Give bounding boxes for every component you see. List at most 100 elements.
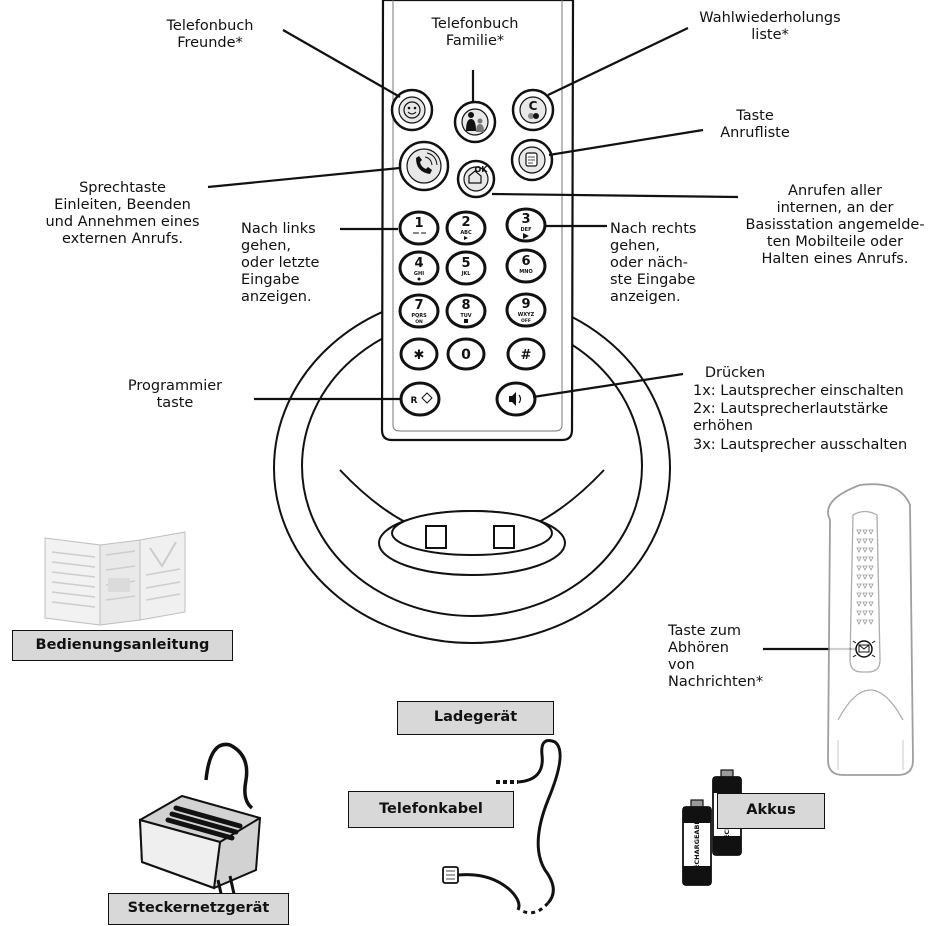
redial-c-button[interactable]: C bbox=[511, 88, 555, 132]
earpiece-hole bbox=[862, 619, 868, 625]
earpiece-hole bbox=[862, 574, 868, 580]
telephone-cable-illustration bbox=[442, 739, 562, 915]
key-hash-symbol: # bbox=[521, 348, 532, 363]
key-8[interactable]: 8 TUV bbox=[445, 293, 487, 329]
phonebook-friends-button[interactable] bbox=[390, 88, 434, 132]
earpiece-hole bbox=[862, 565, 868, 571]
key-5-digit: 5 bbox=[461, 256, 470, 271]
earpiece-hole bbox=[856, 592, 862, 598]
label-phonebook-family: Telefonbuch Familie* bbox=[431, 16, 519, 49]
key-8-letters: TUV bbox=[460, 313, 471, 319]
ok-key-label: OK bbox=[475, 165, 489, 174]
earpiece-hole bbox=[862, 592, 868, 598]
box-phone-cable: Telefonkabel bbox=[348, 791, 514, 828]
earpiece-hole bbox=[856, 574, 862, 580]
label-talk-key: Sprechtaste Einleiten, Beenden und Anneh… bbox=[45, 180, 200, 247]
key-1[interactable]: 1 bbox=[398, 210, 440, 246]
earpiece-hole bbox=[856, 529, 862, 535]
key-4[interactable]: 4 GHI bbox=[398, 250, 440, 286]
label-call-list-key: Taste Anrufliste bbox=[720, 108, 790, 141]
program-r-button[interactable]: R bbox=[399, 381, 441, 417]
key-9[interactable]: 9 WXYZ OFF bbox=[505, 292, 547, 328]
key-2-letters: ABC bbox=[460, 230, 472, 236]
key-9-digit: 9 bbox=[521, 297, 530, 312]
key-9-letters: WXYZ bbox=[518, 312, 535, 318]
earpiece-hole bbox=[862, 556, 868, 562]
key-star-symbol: ✱ bbox=[414, 348, 425, 363]
label-redial-list: Wahlwiederholungs liste* bbox=[699, 10, 841, 43]
label-phonebook-friends: Telefonbuch Freunde* bbox=[166, 18, 254, 51]
ok-intercom-button[interactable]: OK bbox=[456, 159, 496, 199]
earpiece-hole bbox=[868, 547, 874, 553]
key-4-letters: GHI bbox=[414, 271, 424, 277]
key-2-digit: 2 bbox=[461, 215, 470, 230]
earpiece-hole bbox=[868, 610, 874, 616]
message-key-icon[interactable] bbox=[852, 640, 876, 658]
phonebook-family-button[interactable] bbox=[453, 100, 497, 144]
key-3[interactable]: 3 DEF bbox=[505, 207, 547, 243]
earpiece-hole bbox=[862, 529, 868, 535]
manual-booklet bbox=[44, 531, 186, 626]
label-left-navigation: Nach links gehen, oder letzte Eingabe an… bbox=[241, 221, 320, 305]
key-4-digit: 4 bbox=[414, 256, 423, 271]
earpiece-hole bbox=[862, 610, 868, 616]
key-6[interactable]: 6 MNO bbox=[505, 248, 547, 284]
key-3-digit: 3 bbox=[521, 212, 530, 227]
earpiece-holes bbox=[856, 529, 874, 625]
earpiece-hole bbox=[856, 601, 862, 607]
label-speaker-2x: 2x: Lautsprecherlautstärke erhöhen bbox=[693, 401, 889, 434]
earpiece-hole bbox=[862, 601, 868, 607]
earpiece-hole bbox=[856, 583, 862, 589]
key-7-on: ON bbox=[415, 319, 423, 325]
label-speaker-press: Drücken bbox=[704, 365, 766, 381]
earpiece-hole bbox=[856, 619, 862, 625]
r-key-label: R bbox=[411, 396, 418, 406]
label-message-key: Taste zum Abhören von Nachrichten* bbox=[668, 623, 764, 690]
key-2[interactable]: 2 ABC bbox=[445, 210, 487, 246]
earpiece-hole bbox=[862, 538, 868, 544]
c-key-label: C bbox=[529, 99, 538, 113]
key-star[interactable]: ✱ bbox=[399, 337, 439, 371]
key-hash[interactable]: # bbox=[506, 337, 546, 371]
earpiece-hole bbox=[868, 529, 874, 535]
earpiece-hole bbox=[868, 583, 874, 589]
key-0-digit: 0 bbox=[461, 347, 471, 363]
earpiece-hole bbox=[868, 619, 874, 625]
speaker-button[interactable] bbox=[495, 381, 537, 417]
earpiece-hole bbox=[856, 556, 862, 562]
key-0[interactable]: 0 bbox=[446, 337, 486, 371]
key-5-letters: JKL bbox=[461, 271, 472, 277]
earpiece-hole bbox=[868, 592, 874, 598]
key-7-letters: PQRS bbox=[411, 313, 427, 319]
handset-back bbox=[827, 483, 914, 776]
earpiece-hole bbox=[856, 565, 862, 571]
key-3-letters: DEF bbox=[521, 227, 532, 233]
key-7-digit: 7 bbox=[414, 298, 423, 313]
box-charger: Ladegerät bbox=[397, 701, 554, 735]
key-7[interactable]: 7 PQRS ON bbox=[398, 293, 440, 329]
earpiece-hole bbox=[868, 601, 874, 607]
earpiece-hole bbox=[856, 610, 862, 616]
earpiece-hole bbox=[862, 583, 868, 589]
label-call-all-handsets: Anrufen aller internen, an der Basisstat… bbox=[745, 183, 925, 267]
earpiece-hole bbox=[868, 574, 874, 580]
box-manual: Bedienungsanleitung bbox=[12, 630, 233, 661]
keypad: 1 2 ABC 3 DEF 4 GHI 5 JKL 6 bbox=[398, 207, 547, 371]
key-6-digit: 6 bbox=[521, 254, 530, 269]
talk-button[interactable] bbox=[398, 140, 450, 192]
label-program-key: Programmier taste bbox=[127, 378, 223, 411]
earpiece-hole bbox=[862, 547, 868, 553]
key-5[interactable]: 5 JKL bbox=[445, 250, 487, 286]
key-9-off: OFF bbox=[521, 318, 531, 324]
box-power-adapter: Steckernetzgerät bbox=[108, 893, 289, 925]
power-adapter-illustration bbox=[138, 742, 262, 899]
label-right-navigation: Nach rechts gehen, oder näch- ste Eingab… bbox=[610, 221, 697, 305]
call-list-button[interactable] bbox=[510, 138, 554, 182]
earpiece-hole bbox=[868, 556, 874, 562]
battery-front: RECHARGEABLE bbox=[682, 799, 712, 886]
box-batteries: Akkus bbox=[717, 793, 825, 829]
earpiece-hole bbox=[868, 565, 874, 571]
key-8-digit: 8 bbox=[461, 298, 470, 313]
battery-front-label: RECHARGEABLE bbox=[693, 816, 701, 874]
